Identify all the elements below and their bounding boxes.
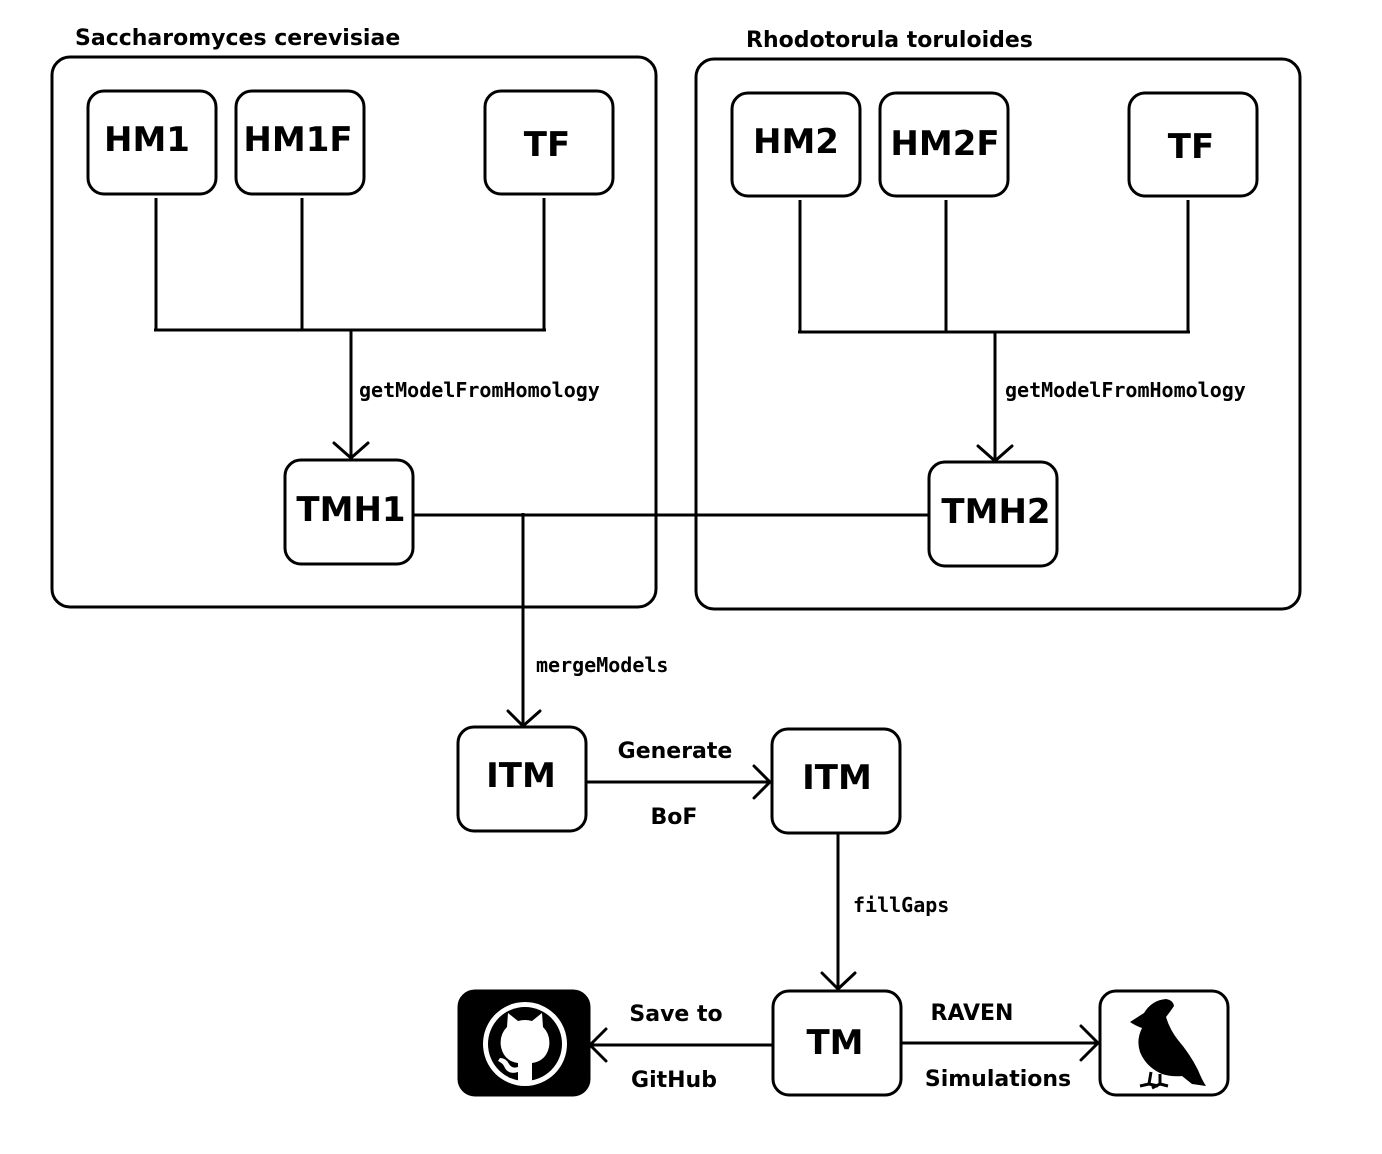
arrow-fill-head — [820, 971, 857, 991]
svg-text:TMH2: TMH2 — [941, 492, 1050, 532]
svg-text:HM2F: HM2F — [890, 124, 999, 164]
node-tmh1: TMH1 — [283, 458, 415, 566]
github-logo-icon — [457, 989, 591, 1097]
svg-text:HM1F: HM1F — [243, 120, 352, 160]
raven-label-top: RAVEN — [931, 1001, 1014, 1026]
rhodotorula-group-label: Rhodotorula toruloides — [746, 28, 1033, 53]
svg-text:ITM: ITM — [802, 758, 872, 798]
merge-label: mergeModels — [536, 653, 668, 677]
svg-text:TMH1: TMH1 — [296, 490, 405, 530]
svg-text:TF: TF — [524, 125, 570, 165]
arrow-bof-head — [752, 764, 772, 800]
saccharomyces-group-label: Saccharomyces cerevisiae — [75, 26, 400, 51]
homology-left-label: getModelFromHomology — [359, 378, 600, 402]
rhodotorula-group — [694, 57, 1302, 611]
node-hm1: HM1 — [86, 89, 218, 196]
node-tm: TM — [771, 989, 903, 1097]
svg-text:HM1: HM1 — [104, 120, 190, 160]
raven-label-bottom: Simulations — [925, 1067, 1071, 1092]
node-tf-right: TF — [1127, 91, 1259, 198]
raven-bird-icon — [1098, 989, 1230, 1097]
bof-label-top: Generate — [618, 739, 733, 764]
svg-text:TF: TF — [1168, 127, 1214, 167]
fill-label: fillGaps — [853, 893, 949, 917]
homology-right-label: getModelFromHomology — [1005, 378, 1246, 402]
node-itm-1: ITM — [456, 725, 588, 833]
svg-text:HM2: HM2 — [753, 122, 839, 162]
node-hm2f: HM2F — [878, 91, 1010, 198]
svg-text:ITM: ITM — [486, 756, 556, 796]
node-hm1f: HM1F — [234, 89, 366, 196]
node-tf-left: TF — [483, 89, 615, 196]
save-label-top: Save to — [629, 1002, 722, 1027]
arrow-raven-head — [1079, 1024, 1100, 1062]
saccharomyces-group — [50, 55, 658, 609]
bof-label-bottom: BoF — [651, 805, 698, 830]
node-tmh2: TMH2 — [927, 460, 1059, 568]
arrow-homology-left-head — [332, 441, 370, 460]
node-hm2: HM2 — [730, 91, 862, 198]
node-itm-2: ITM — [770, 727, 902, 835]
save-label-bottom: GitHub — [631, 1068, 717, 1093]
svg-text:TM: TM — [806, 1023, 863, 1063]
